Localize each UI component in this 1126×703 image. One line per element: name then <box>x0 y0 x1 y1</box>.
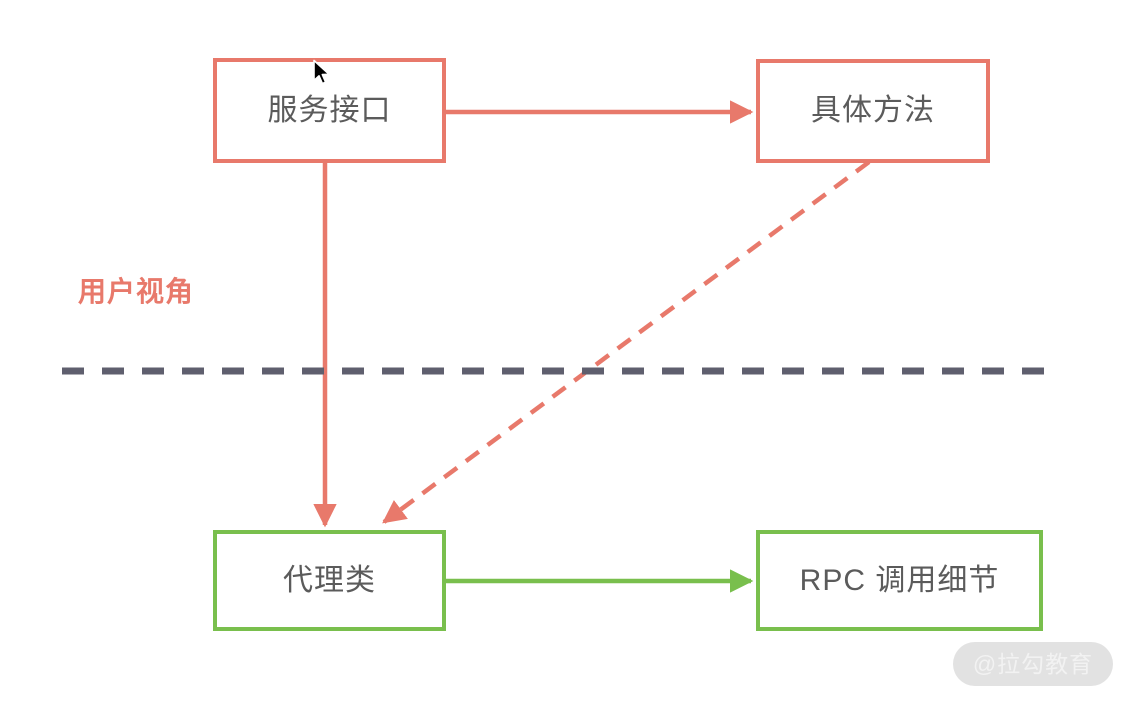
node-rpc-detail-label: RPC 调用细节 <box>799 563 1000 597</box>
node-concrete-method-label: 具体方法 <box>811 94 935 127</box>
divider-label: 用户视角 <box>78 276 195 307</box>
node-proxy-class[interactable]: 代理类 <box>213 530 446 631</box>
node-concrete-method[interactable]: 具体方法 <box>756 59 990 163</box>
node-proxy-class-label: 代理类 <box>283 563 376 597</box>
edge-method-to-proxy <box>382 160 871 524</box>
node-rpc-detail[interactable]: RPC 调用细节 <box>756 530 1043 631</box>
watermark-badge: @拉勾教育 <box>953 642 1113 686</box>
node-service-interface[interactable]: 服务接口 <box>213 58 446 163</box>
node-service-interface-label: 服务接口 <box>267 93 392 127</box>
watermark-text: @拉勾教育 <box>972 650 1094 677</box>
